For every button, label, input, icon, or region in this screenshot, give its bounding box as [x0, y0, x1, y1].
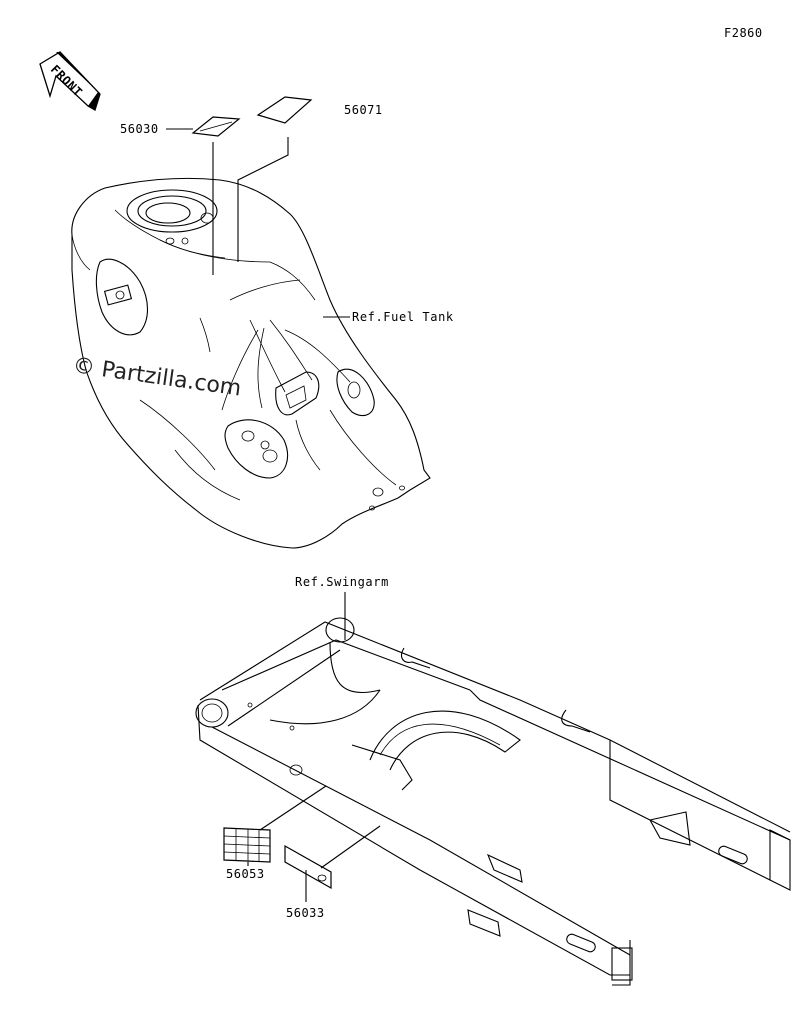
part-number-56053: 56053: [226, 867, 265, 881]
part-number-56033: 56033: [286, 906, 325, 920]
label-56030[interactable]: [191, 116, 241, 137]
ref-swingarm: Ref.Swingarm: [295, 575, 389, 589]
label-56033[interactable]: [284, 844, 332, 890]
part-number-56030: 56030: [120, 122, 159, 136]
ref-fuel-tank: Ref.Fuel Tank: [352, 310, 454, 324]
front-arrow-icon: FRONT: [39, 51, 101, 111]
label-56053[interactable]: [223, 827, 271, 863]
leader-56033: [320, 825, 381, 869]
figure-code: F2860: [724, 26, 763, 40]
leader-56053: [259, 785, 327, 831]
fuel-tank-drawing: [71, 177, 431, 549]
watermark: © Partzilla.com: [71, 353, 243, 401]
part-number-56071: 56071: [344, 103, 383, 117]
label-56071[interactable]: [256, 96, 313, 124]
leader-56071: [237, 137, 289, 262]
swingarm-drawing: [195, 617, 791, 986]
